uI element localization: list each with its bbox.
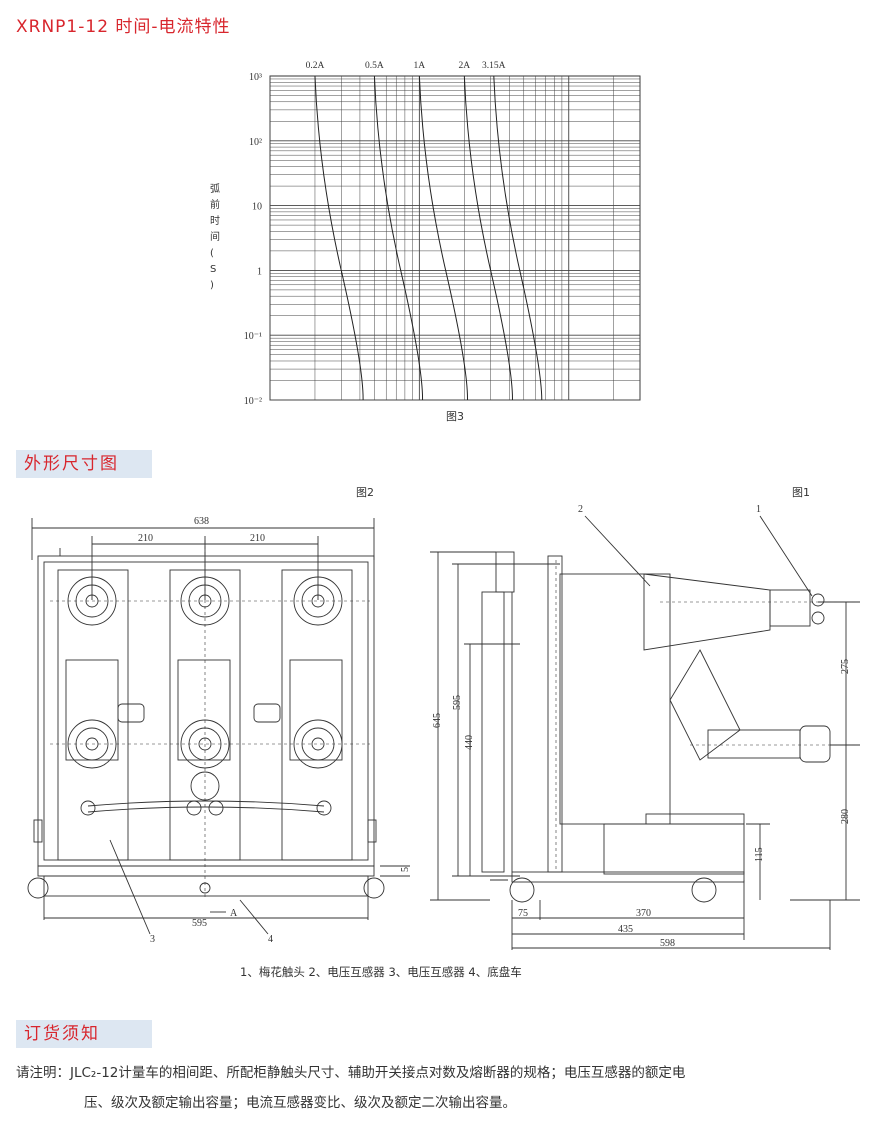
section-dimensions-heading: 外形尺寸图 [16,450,152,478]
dim-595-front: 595 [192,918,207,929]
y-label-char: ) [210,280,214,291]
dim-638: 638 [194,516,209,527]
x-tick-label: 2A [459,61,471,71]
series-curve-3 [418,75,468,401]
y-tick-label: 10³ [249,72,262,83]
dim-5: 5 [400,867,411,872]
chart-x-ticks: 0.2A 0.5A 1A 2A 3.15A [306,61,506,71]
y-tick-label: 1 [257,266,262,277]
dim-210-left: 210 [138,533,153,544]
chart-grid [269,75,641,401]
y-tick-label: 10 [252,202,262,213]
y-label-char: ( [210,248,214,259]
dim-435: 435 [618,924,633,935]
x-tick-label: 0.5A [365,61,384,71]
dim-370: 370 [636,908,651,919]
parts-legend: 1、梅花触头 2、电压互感器 3、电压互感器 4、底盘车 [240,965,522,979]
notice-line-1: 请注明：JLC₂-12计量车的相间距、所配柜静触头尺寸、辅助开关接点对数及熔断器… [16,1065,686,1081]
chart-caption: 图3 [446,410,464,423]
label-4: 4 [268,934,273,945]
fig2-caption: 图2 [356,486,374,499]
dim-595-side: 595 [452,695,463,710]
x-tick-label: 3.15A [482,61,506,71]
chart-curves [314,75,543,401]
label-a: A [230,908,238,919]
y-label-char: 间 [210,230,220,243]
ordering-notice: 请注明：JLC₂-12计量车的相间距、所配柜静触头尺寸、辅助开关接点对数及熔断器… [16,1058,866,1118]
dim-115: 115 [754,847,765,862]
section-ordering-heading: 订货须知 [16,1020,152,1048]
y-label-char: 前 [210,198,220,211]
label-1: 1 [756,504,761,515]
x-tick-label: 0.2A [306,61,325,71]
y-tick-label: 10⁻² [244,396,262,407]
dim-275: 275 [840,659,851,674]
y-label-char: 时 [210,215,220,227]
label-2: 2 [578,504,583,515]
series-curve-2 [373,75,424,401]
y-tick-label: 10⁻¹ [244,331,262,342]
dim-280: 280 [840,809,851,824]
label-3: 3 [150,934,155,945]
x-tick-label: 1A [414,61,426,71]
dim-75: 75 [518,908,528,919]
dim-210-right: 210 [250,533,265,544]
time-current-chart: 10³ 10² 10 1 10⁻¹ 10⁻² 0.2A 0.5A 1A 2A 3.15A 弧前时间… [210,61,641,423]
y-label-char: S [210,264,216,275]
dim-440: 440 [464,735,475,750]
fig2-front-view [27,518,410,935]
y-tick-label: 10² [249,137,262,148]
dimension-drawings: 图2 [27,486,860,979]
fig1-side-view [430,515,860,950]
series-curve-5 [493,75,543,401]
y-label-char: 弧 [210,182,220,195]
chart-frame [269,75,641,401]
series-curve-4 [463,75,513,401]
chart-y-ticks: 10³ 10² 10 1 10⁻¹ 10⁻² [244,72,262,407]
notice-line-2: 压、级次及额定输出容量；电流互感器变比、级次及额定二次输出容量。 [84,1095,516,1111]
fig1-caption: 图1 [792,486,810,499]
chart-y-label: 弧前时间 ( S) [210,182,220,291]
dim-645: 645 [432,713,443,728]
dim-598: 598 [660,938,675,949]
series-curve-1 [314,75,364,401]
page-title: XRNP1-12 时间-电流特性 [16,17,231,37]
